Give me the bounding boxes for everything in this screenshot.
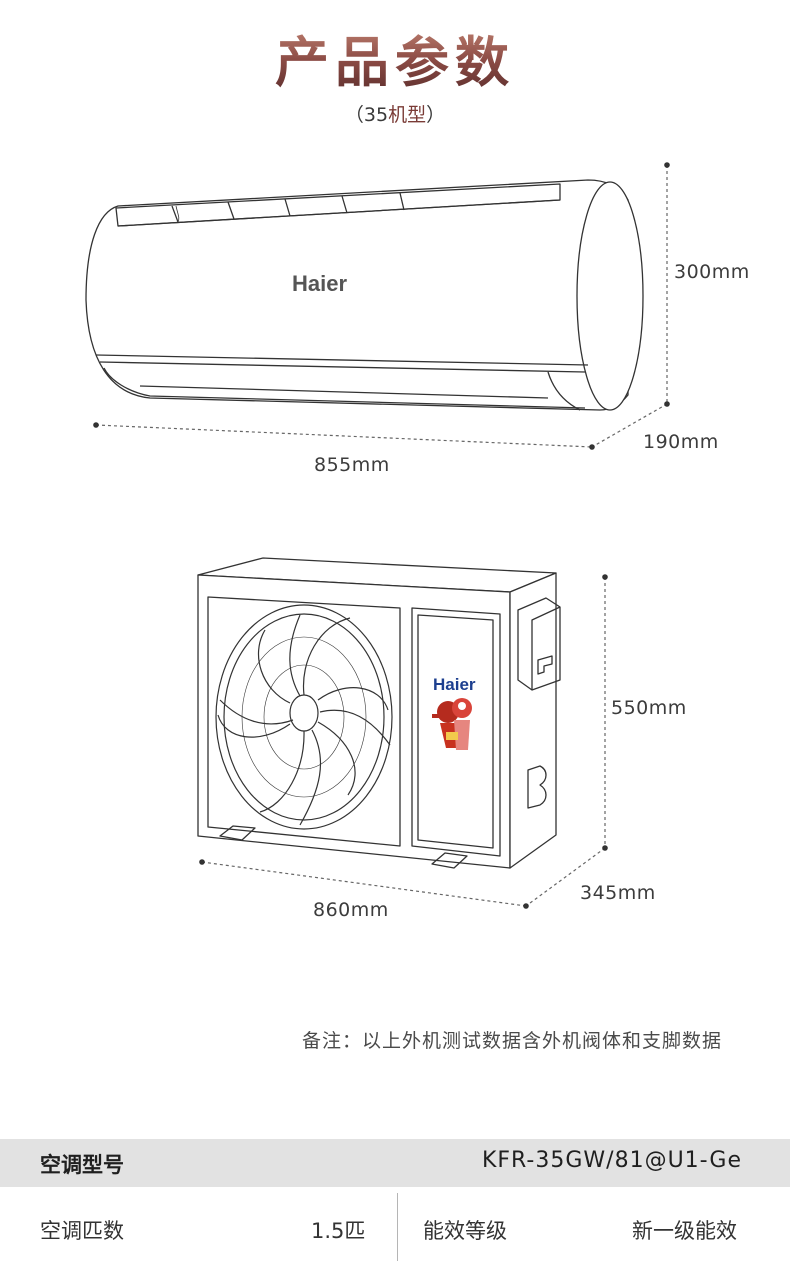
indoor-width-label: 855mm [314, 454, 390, 476]
hp-label: 空调匹数 [40, 1219, 124, 1243]
hp-value: 1.5匹 [311, 1219, 366, 1243]
outdoor-fan-grill [215, 604, 393, 830]
indoor-dimension-dots [93, 162, 670, 450]
outdoor-width-label: 860mm [313, 899, 389, 921]
subtitle-open-paren: （ [344, 104, 364, 126]
outdoor-height-label: 550mm [611, 697, 687, 719]
indoor-unit-illustration [85, 179, 644, 411]
outdoor-haier-logo: Haier [433, 675, 476, 694]
subtitle-close-paren: ） [426, 104, 446, 126]
measurement-note: 备注：以上外机测试数据含外机阀体和支脚数据 [302, 1030, 723, 1052]
outdoor-dimension-dots [199, 574, 608, 909]
haier-brothers-mascot [432, 698, 472, 750]
indoor-dimension-lines [95, 165, 668, 448]
outdoor-depth-label: 345mm [580, 882, 656, 904]
product-drawings: Haier [85, 162, 670, 909]
indoor-height-label: 300mm [674, 261, 750, 283]
subtitle-model: 35 [363, 104, 389, 126]
subtitle-type: 机型 [388, 104, 427, 126]
efficiency-value: 新一级能效 [632, 1219, 737, 1243]
spec-divider [397, 1193, 398, 1261]
efficiency-label: 能效等级 [423, 1219, 507, 1243]
model-value: KFR-35GW/81@U1-Ge [481, 1148, 742, 1173]
page-title: 产品参数 [0, 18, 790, 97]
spec-detail-row: 空调匹数 1.5匹 能效等级 新一级能效 [0, 1187, 790, 1265]
spec-header-row: 空调型号 KFR-35GW/81@U1-Ge [0, 1139, 790, 1187]
page-subtitle: （35机型） [0, 100, 790, 127]
indoor-depth-label: 190mm [643, 431, 719, 453]
model-label: 空调型号 [40, 1153, 124, 1177]
indoor-haier-logo: Haier [292, 271, 347, 296]
outdoor-dimension-lines [201, 577, 606, 907]
